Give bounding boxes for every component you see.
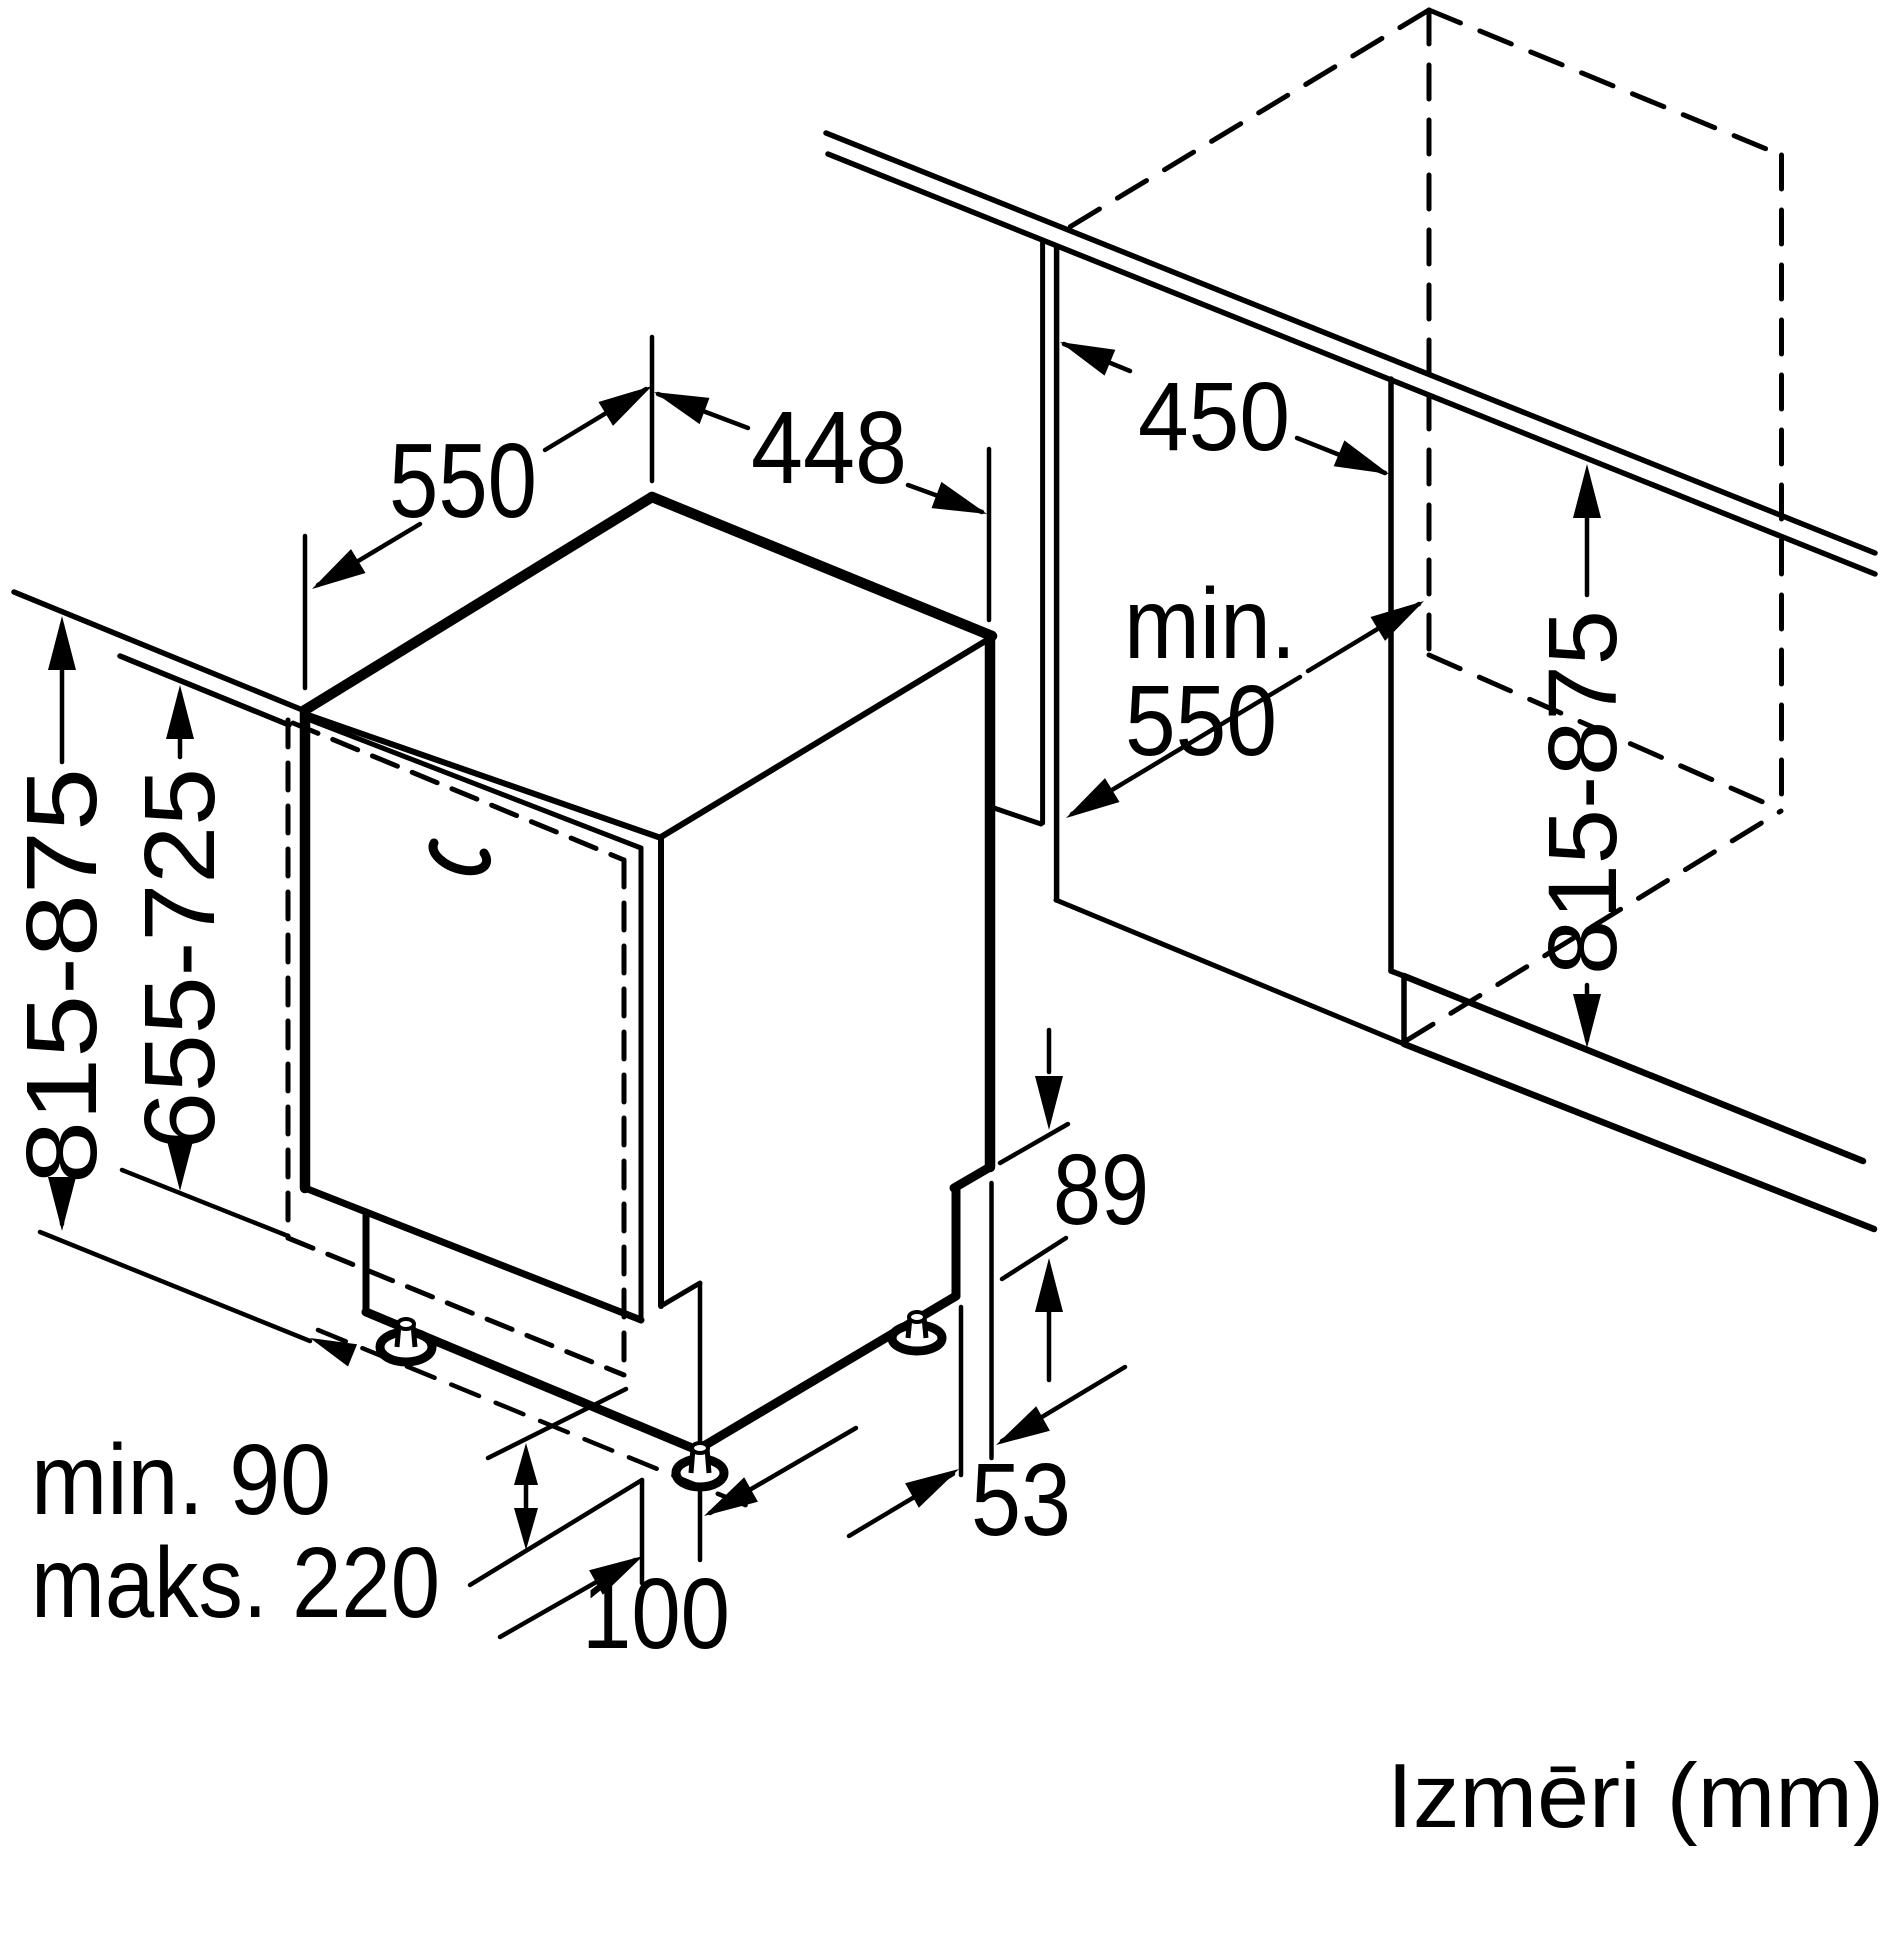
- svg-text:Izmēri (mm): Izmēri (mm): [1387, 1746, 1884, 1847]
- svg-text:815-875: 815-875: [6, 768, 118, 1184]
- svg-text:550: 550: [389, 422, 537, 540]
- svg-text:maks. 220: maks. 220: [31, 1527, 440, 1639]
- svg-text:53: 53: [971, 1442, 1071, 1557]
- svg-text:100: 100: [582, 1558, 730, 1670]
- svg-text:655-725: 655-725: [124, 768, 236, 1150]
- svg-text:450: 450: [1138, 362, 1290, 471]
- svg-text:448: 448: [751, 390, 907, 505]
- svg-text:550: 550: [1125, 665, 1277, 777]
- svg-text:89: 89: [1053, 1134, 1149, 1246]
- svg-text:815-875: 815-875: [1528, 610, 1637, 975]
- svg-text:min.: min.: [1124, 568, 1296, 680]
- svg-text:min. 90: min. 90: [31, 1424, 331, 1536]
